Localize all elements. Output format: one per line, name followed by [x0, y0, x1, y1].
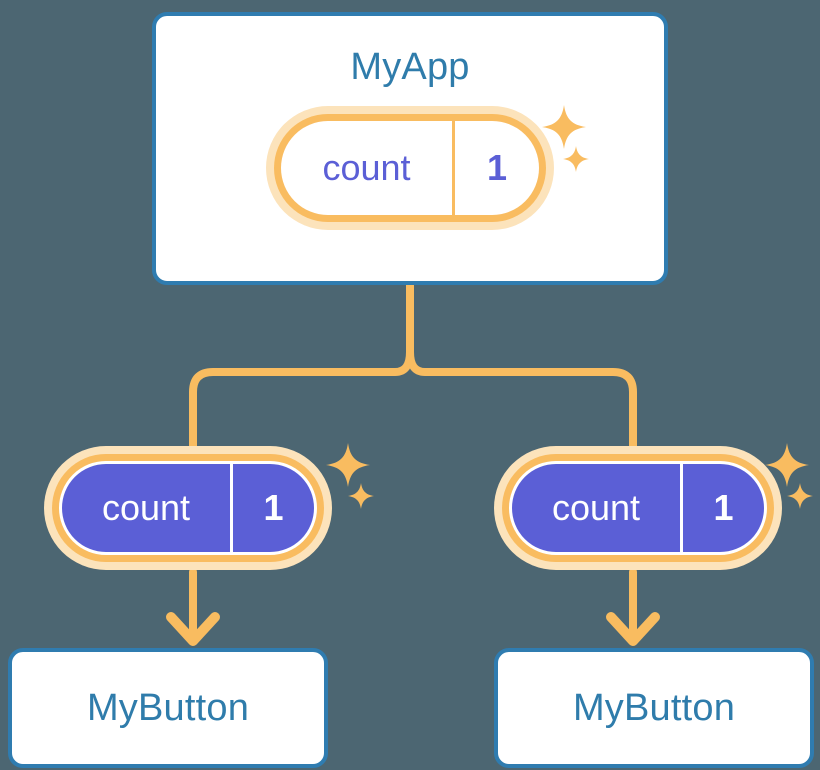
component-title: MyButton [86, 687, 250, 729]
sparkle-small-icon [786, 482, 814, 510]
left-pill-to-button-arrow [166, 568, 220, 646]
state-key-label: count [101, 487, 191, 528]
component-card-mybutton-left[interactable]: MyButton [8, 648, 328, 768]
component-card-mybutton-right[interactable]: MyButton [494, 648, 814, 768]
state-key-label: count [322, 147, 411, 188]
component-title: MyButton [572, 687, 736, 729]
state-value-label: 1 [680, 464, 764, 552]
right-pill-to-button-arrow [606, 568, 660, 646]
state-value-label: 1 [452, 121, 539, 215]
sparkle-small-icon [347, 482, 375, 510]
state-pill-child-right[interactable]: count 1 [494, 446, 782, 570]
state-value-label: 1 [230, 464, 314, 552]
state-pill-root[interactable]: count 1 [266, 106, 554, 230]
state-key-label: count [551, 487, 641, 528]
page-title: MyApp [350, 46, 470, 88]
state-pill-child-left[interactable]: count 1 [44, 446, 332, 570]
